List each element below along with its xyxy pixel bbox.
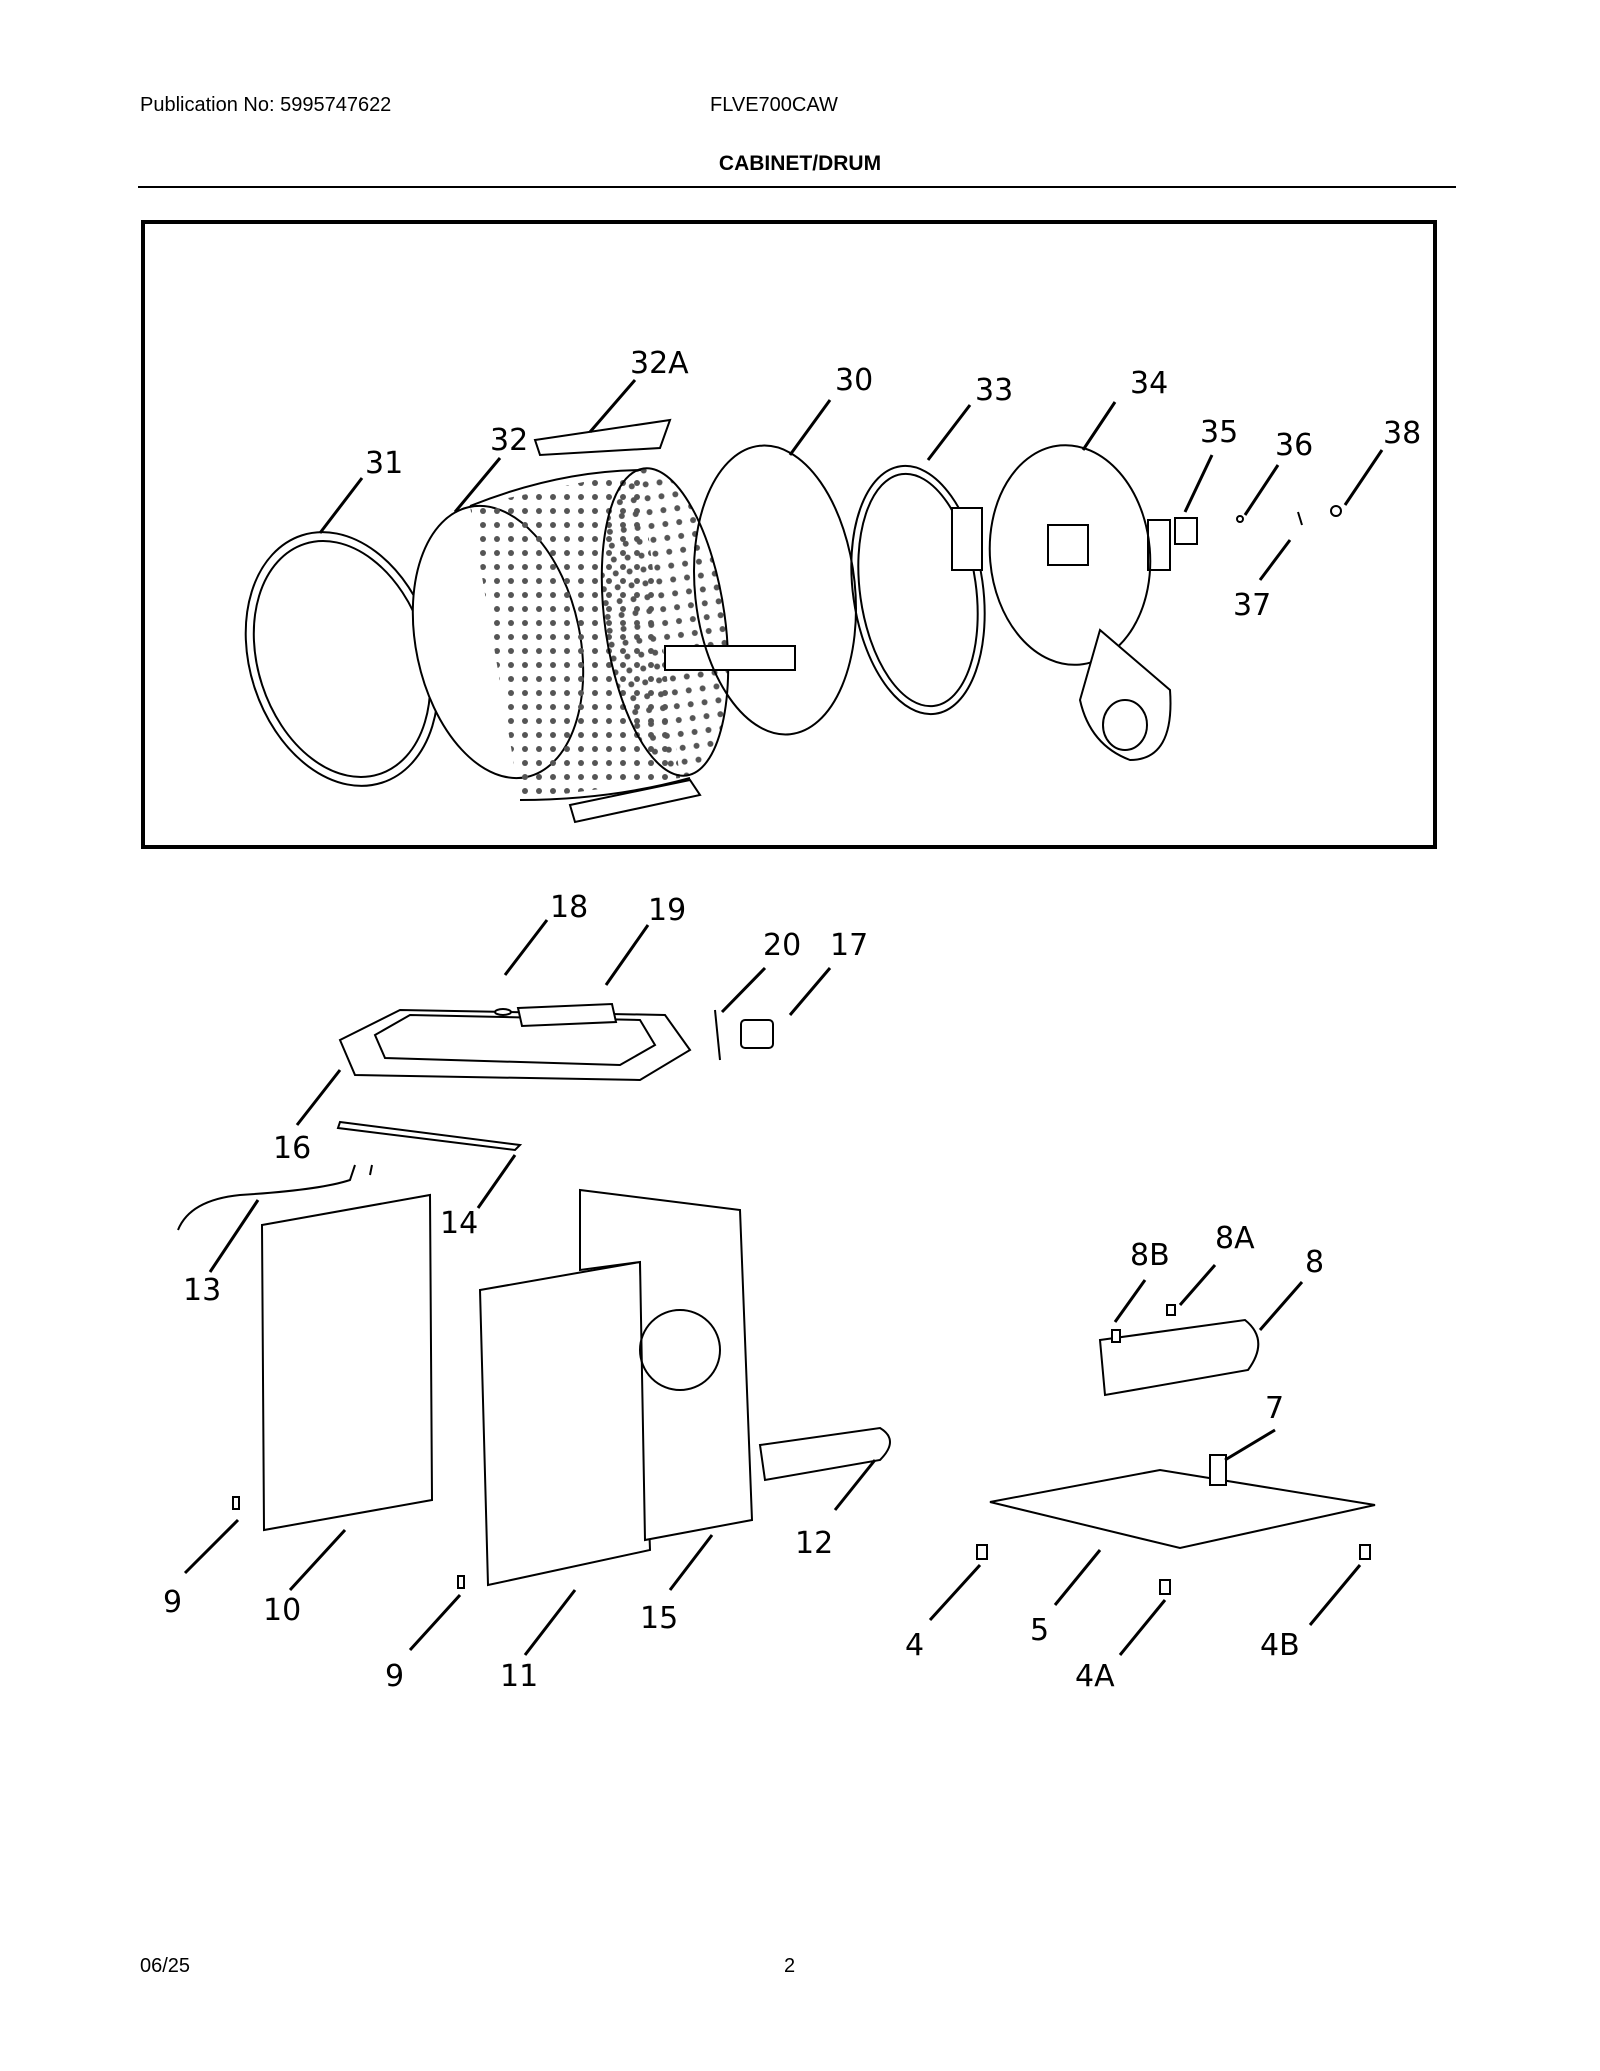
- callout-18: 18: [550, 890, 588, 925]
- part-14-rail: [336, 1120, 523, 1152]
- part-13-rod: [177, 1164, 373, 1231]
- part-17-plug: [740, 1019, 774, 1049]
- callout-4: 4: [905, 1628, 924, 1663]
- callout-35: 35: [1200, 415, 1238, 450]
- part-7-bracket: [1209, 1454, 1227, 1486]
- callout-33: 33: [975, 373, 1013, 408]
- part-38-nut: [1330, 505, 1342, 517]
- callout-36: 36: [1275, 428, 1313, 463]
- callout-17: 17: [830, 928, 868, 963]
- part-36-screw: [1236, 515, 1244, 523]
- part-8b-thermostat: [1111, 1329, 1121, 1343]
- callout-31: 31: [365, 446, 403, 481]
- part-34-rear-support: [988, 444, 1172, 762]
- part-11-side-panel: [478, 1260, 652, 1587]
- part-32a-lifter-top: [533, 418, 672, 457]
- callout-9a: 9: [163, 1585, 182, 1620]
- part-32-drum: [411, 467, 796, 801]
- part-4b-foot: [1359, 1544, 1371, 1560]
- drum-section-frame: [141, 220, 1437, 849]
- callout-4a: 4A: [1075, 1659, 1115, 1694]
- section-title: CABINET/DRUM: [718, 152, 882, 175]
- part-9-screw-b: [457, 1575, 465, 1589]
- callout-5: 5: [1030, 1613, 1049, 1648]
- part-15-rear-panel: [579, 1188, 754, 1542]
- part-8-heater: [1098, 1318, 1260, 1397]
- part-4-foot: [976, 1544, 988, 1560]
- part-4a-foot: [1159, 1579, 1171, 1595]
- part-19-bracket: [516, 1002, 618, 1028]
- callout-38: 38: [1383, 416, 1421, 451]
- part-37-pin: [1297, 511, 1303, 526]
- callout-12: 12: [795, 1526, 833, 1561]
- callout-19: 19: [648, 893, 686, 928]
- part-35-bracket: [1174, 517, 1198, 545]
- part-9-screw-a: [232, 1496, 240, 1510]
- header-rule: [138, 186, 1456, 188]
- model-number: FLVE700CAW: [710, 94, 838, 116]
- callout-8: 8: [1305, 1245, 1324, 1280]
- callout-16: 16: [273, 1131, 311, 1166]
- callout-9b: 9: [385, 1659, 404, 1694]
- callout-10: 10: [263, 1593, 301, 1628]
- callout-20: 20: [763, 928, 801, 963]
- callout-15: 15: [640, 1601, 678, 1636]
- callout-34: 34: [1130, 366, 1168, 401]
- callout-32: 32: [490, 423, 528, 458]
- callout-13: 13: [183, 1273, 221, 1308]
- part-32a-lifter-bottom: [568, 778, 702, 824]
- callout-7: 7: [1265, 1391, 1284, 1426]
- callout-14: 14: [440, 1206, 478, 1241]
- publication-number: Publication No: 5995747622: [140, 94, 392, 116]
- part-10-side-panel: [260, 1193, 434, 1532]
- part-18-clip: [494, 1008, 512, 1016]
- callout-37: 37: [1233, 588, 1271, 623]
- part-20-cord: [714, 1009, 721, 1061]
- callout-4b: 4B: [1260, 1628, 1300, 1663]
- callout-8a: 8A: [1215, 1221, 1255, 1256]
- part-30-rear-seal: [693, 444, 857, 736]
- footer-date: 06/25: [140, 1955, 191, 1977]
- part-12-duct: [758, 1426, 891, 1482]
- callout-32a: 32A: [630, 346, 689, 381]
- callout-30: 30: [835, 363, 873, 398]
- callout-8b: 8B: [1130, 1238, 1170, 1273]
- page-number: 2: [784, 1955, 796, 1977]
- callout-11: 11: [500, 1659, 538, 1694]
- part-8a-fuse: [1166, 1304, 1176, 1316]
- part-33-ring: [850, 464, 986, 716]
- part-5-base: [989, 1468, 1376, 1550]
